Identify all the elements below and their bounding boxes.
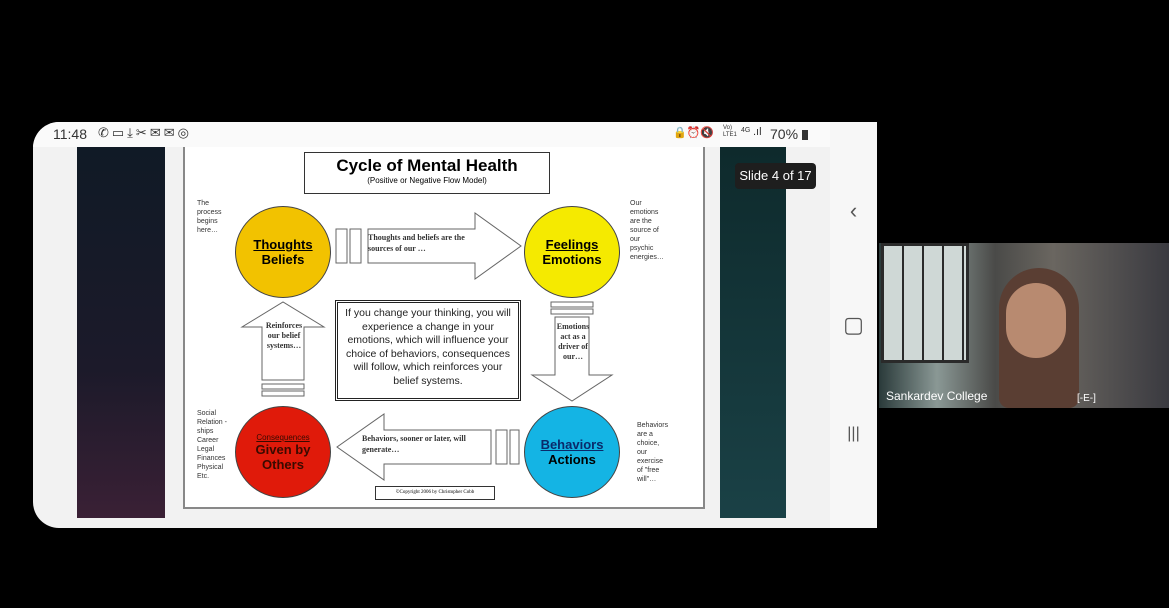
emotions-label: Emotions [542, 252, 602, 267]
participant-tag: [-E-] [1077, 393, 1096, 404]
slide-counter: Slide 4 of 17 [735, 163, 816, 189]
face-image [1006, 283, 1066, 358]
actions-label: Actions [548, 452, 596, 467]
consequences-circle: Consequences Given by Others [235, 406, 331, 498]
home-icon[interactable]: ▢ [843, 312, 864, 337]
arrows [240, 212, 614, 481]
note-bottomleft: Social Relation -ships Career Legal Fina… [197, 410, 227, 480]
arrow-bottom-text: Behaviors, sooner or later, will generat… [362, 434, 466, 454]
behaviors-circle: Behaviors Actions [524, 406, 620, 498]
battery-level: 70% [770, 126, 799, 142]
webcam-feed: Sankardev College [-E-] [879, 243, 1169, 408]
network-type: 4G [741, 127, 751, 134]
battery-icon [802, 130, 808, 140]
phone-screen: 11:48 ✆▭⤓✂✉✉◎ 🔒⏰🔇 Vo) LTE1 4G .ıl 70% ‹ … [33, 122, 877, 528]
window-image [881, 243, 969, 363]
note-bottomright: Behaviors are a choice, our exercise of … [637, 422, 669, 483]
clock: 11:48 [53, 126, 87, 142]
consequences-label: Consequences [256, 432, 310, 442]
arrow-top [367, 212, 522, 280]
behaviors-label: Behaviors [540, 437, 604, 452]
center-text-box: If you change your thinking, you will ex… [335, 300, 521, 401]
nav-bar: ‹ ▢ ||| [830, 122, 877, 528]
note-topright: Our emotions are the source of our psych… [630, 200, 664, 261]
recents-icon[interactable]: ||| [847, 425, 860, 442]
status-bar: 11:48 ✆▭⤓✂✉✉◎ 🔒⏰🔇 Vo) LTE1 4G .ıl 70% [33, 122, 877, 147]
note-topleft: The process begins here… [197, 200, 222, 234]
network-label: Vo) LTE1 [723, 125, 737, 138]
participant-name: Sankardev College [886, 389, 988, 403]
beliefs-label: Beliefs [261, 252, 305, 267]
slide-bg-right [720, 147, 786, 518]
feelings-circle: Feelings Emotions [524, 206, 620, 298]
arrow-left [240, 301, 326, 381]
arrow-top-bar [335, 228, 348, 264]
slide-title-box: Cycle of Mental Health (Positive or Nega… [304, 152, 550, 194]
slide-title: Cycle of Mental Health [336, 156, 518, 175]
arrow-bottom [336, 413, 492, 481]
status-icons: 🔒⏰🔇 [673, 127, 715, 139]
notification-icons: ✆▭⤓✂✉✉◎ [98, 125, 192, 140]
slide-subtitle: (Positive or Negative Flow Model) [367, 176, 487, 185]
back-icon[interactable]: ‹ [849, 198, 858, 223]
others-label: Others [262, 456, 304, 472]
thoughts-label: Thoughts [253, 237, 313, 252]
arrow-right-text: Emotions act as a driver of our… [556, 322, 590, 361]
given-by-label: Given by [255, 441, 311, 457]
slide: Cycle of Mental Health (Positive or Nega… [183, 147, 705, 509]
feelings-label: Feelings [545, 237, 599, 252]
arrow-left-text: Reinforces our belief systems… [265, 321, 303, 350]
slide-bg-left [77, 147, 165, 518]
copyright: ©Copyright 2006 by Christopher Cobb [375, 486, 495, 500]
arrow-right [530, 316, 614, 402]
arrow-top-text: Thoughts and beliefs are the sources of … [368, 233, 465, 253]
thoughts-circle: Thoughts Beliefs [235, 206, 331, 298]
signal-icon: .ıl [753, 126, 762, 138]
